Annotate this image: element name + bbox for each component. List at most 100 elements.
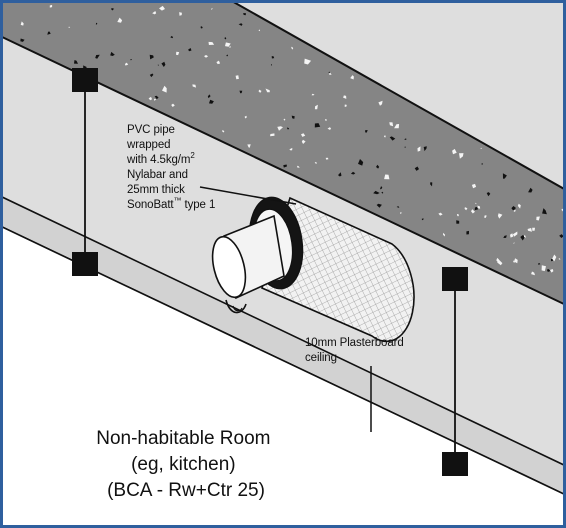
aggregate-speck [226,54,228,57]
aggregate-speck [550,258,553,262]
aggregate-speck [384,135,386,138]
aggregate-speck [171,103,175,107]
aggregate-speck [157,64,159,66]
aggregate-speck [204,55,209,58]
aggregate-speck [430,182,433,187]
aggregate-speck [474,206,479,211]
aggregate-speck [496,257,500,262]
aggregate-speck [466,230,469,235]
aggregate-speck [124,62,129,66]
aggregate-speck [271,56,275,59]
hanger-clip-top-right [442,267,468,291]
aggregate-speck [365,130,368,133]
aggregate-speck [277,126,283,131]
aggregate-speck [546,269,551,272]
aggregate-speck [549,269,554,273]
aggregate-speck [328,71,330,73]
aggregate-speck [497,213,503,219]
aggregate-speck [238,23,243,26]
concrete-slab [3,3,563,305]
aggregate-speck [452,148,457,155]
aggregate-speck [350,75,354,80]
aggregate-speck [311,93,315,96]
aggregate-speck [291,115,295,119]
aggregate-speck [130,59,132,61]
aggregate-speck [192,84,197,88]
aggregate-speck [244,115,247,119]
aggregate-speck [224,37,227,40]
aggregate-speck [510,233,514,238]
aggregate-speck [161,61,166,67]
aggregate-speck [513,242,515,244]
aggregate-speck [438,212,443,216]
aggregate-speck [258,29,261,32]
aggregate-speck [561,208,563,212]
aggregate-speck [481,163,483,165]
aggregate-speck [558,258,561,260]
aggregate-speck [389,122,394,127]
aggregate-speck [552,254,557,262]
aggregate-speck [149,54,154,60]
aggregate-speck [327,127,332,130]
aggregate-speck [381,191,384,194]
aggregate-speck [314,123,321,128]
aggregate-speck [20,38,25,42]
pipe-label: PVC pipe wrapped with 4.5kg/m2 Nylabar a… [126,124,215,211]
aggregate-speck [222,129,225,133]
aggregate-speck [456,214,459,217]
aggregate-speck [207,94,211,99]
aggregate-speck [373,190,380,195]
aggregate-speck [159,5,165,11]
aggregate-speck [527,228,532,232]
aggregate-speck [512,231,518,237]
aggregate-speck [524,235,526,239]
aggregate-speck [95,54,100,59]
aggregate-speck [497,259,503,266]
aggregate-speck [475,202,477,205]
aggregate-speck [329,72,332,75]
aggregate-speck [216,60,221,65]
aggregate-speck [531,271,535,276]
aggregate-speck [297,165,300,168]
aggregate-speck [301,139,306,144]
aggregate-speck [480,147,482,149]
aggregate-speck [459,153,464,159]
aggregate-speck [283,164,287,168]
pvc-pipe-end [211,235,247,299]
aggregate-speck [247,144,251,148]
aggregate-speck [511,206,516,211]
aggregate-speck [536,216,540,221]
aggregate-speck [270,64,272,66]
aggregate-speck [229,46,231,48]
aggregate-speck [514,258,518,264]
aggregate-speck [376,203,382,208]
aggregate-speck [325,157,329,160]
aggregate-speck [117,17,123,23]
aggregate-speck [532,227,535,231]
aggregate-speck [95,22,98,25]
aggregate-speck [176,51,180,56]
aggregate-speck [188,48,192,52]
aggregate-speck [477,205,481,209]
aggregate-speck [304,58,312,65]
aggregate-speck [350,171,356,175]
aggregate-speck [417,146,421,152]
aggregate-speck [208,41,215,45]
hanger-clip-top-left [72,68,98,92]
aggregate-speck [559,234,563,238]
aggregate-speck [301,133,306,137]
aggregate-speck [517,203,521,209]
aggregate-speck [376,164,380,169]
concrete-aggregate [20,4,563,276]
aggregate-speck [235,75,239,80]
aggregate-speck [170,35,174,39]
aggregate-speck [47,31,51,35]
aggregate-speck [502,173,507,179]
aggregate-speck [209,99,214,104]
hanger-clip-bottom-right [442,452,468,476]
aggregate-speck [541,265,546,272]
aggregate-speck [211,7,213,10]
aggregate-speck [49,4,53,8]
